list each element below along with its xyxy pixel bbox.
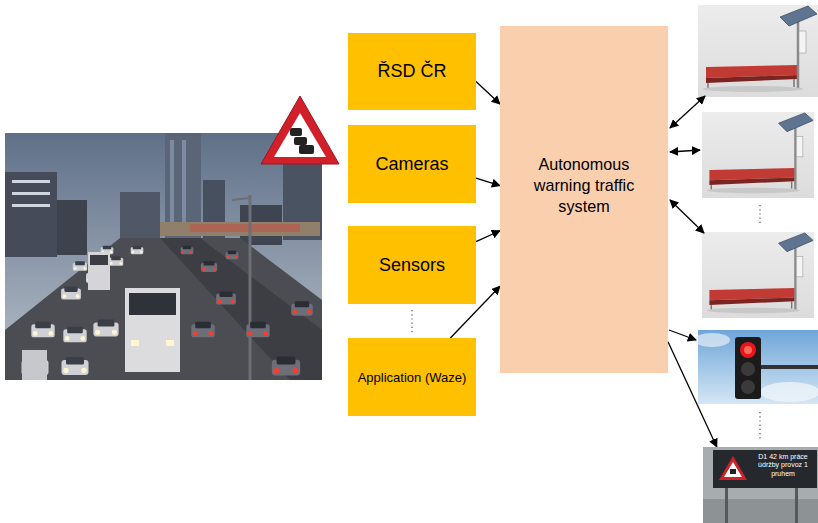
warning-panel: [702, 232, 814, 318]
arrow-connector: [476, 178, 500, 186]
warning-panel: [698, 5, 818, 97]
ellipsis-dots: [759, 205, 760, 226]
warning-panel: [702, 112, 814, 198]
box-label: Autonomous warning traffic system: [509, 154, 659, 373]
source-box: Cameras: [348, 125, 476, 203]
warning-sign: [261, 96, 339, 164]
sign-message: D1 42 km práce údržby provoz 1 pruhem: [752, 453, 814, 478]
process-box: Autonomous warning traffic system: [500, 26, 668, 373]
ellipsis-dots: [759, 412, 760, 440]
box-label: Cameras: [375, 154, 448, 175]
box-label: Sensors: [379, 255, 445, 276]
box-label: Application (Waze): [358, 370, 467, 385]
source-box: ŘSD ČR: [348, 33, 476, 110]
arrow-connector: [476, 231, 500, 242]
arrow-connector: [668, 342, 717, 447]
source-box: Application (Waze): [348, 338, 476, 416]
traffic-light: [694, 330, 818, 404]
message-sign: D1 42 km práce údržby provoz 1 pruhem: [703, 447, 818, 523]
arrow-connector: [476, 82, 500, 105]
box-label: ŘSD ČR: [377, 61, 446, 82]
ellipsis-dots: [411, 310, 412, 334]
traffic-photo: [5, 133, 322, 380]
output-arrows: [669, 96, 705, 340]
source-box: Sensors: [348, 226, 476, 304]
